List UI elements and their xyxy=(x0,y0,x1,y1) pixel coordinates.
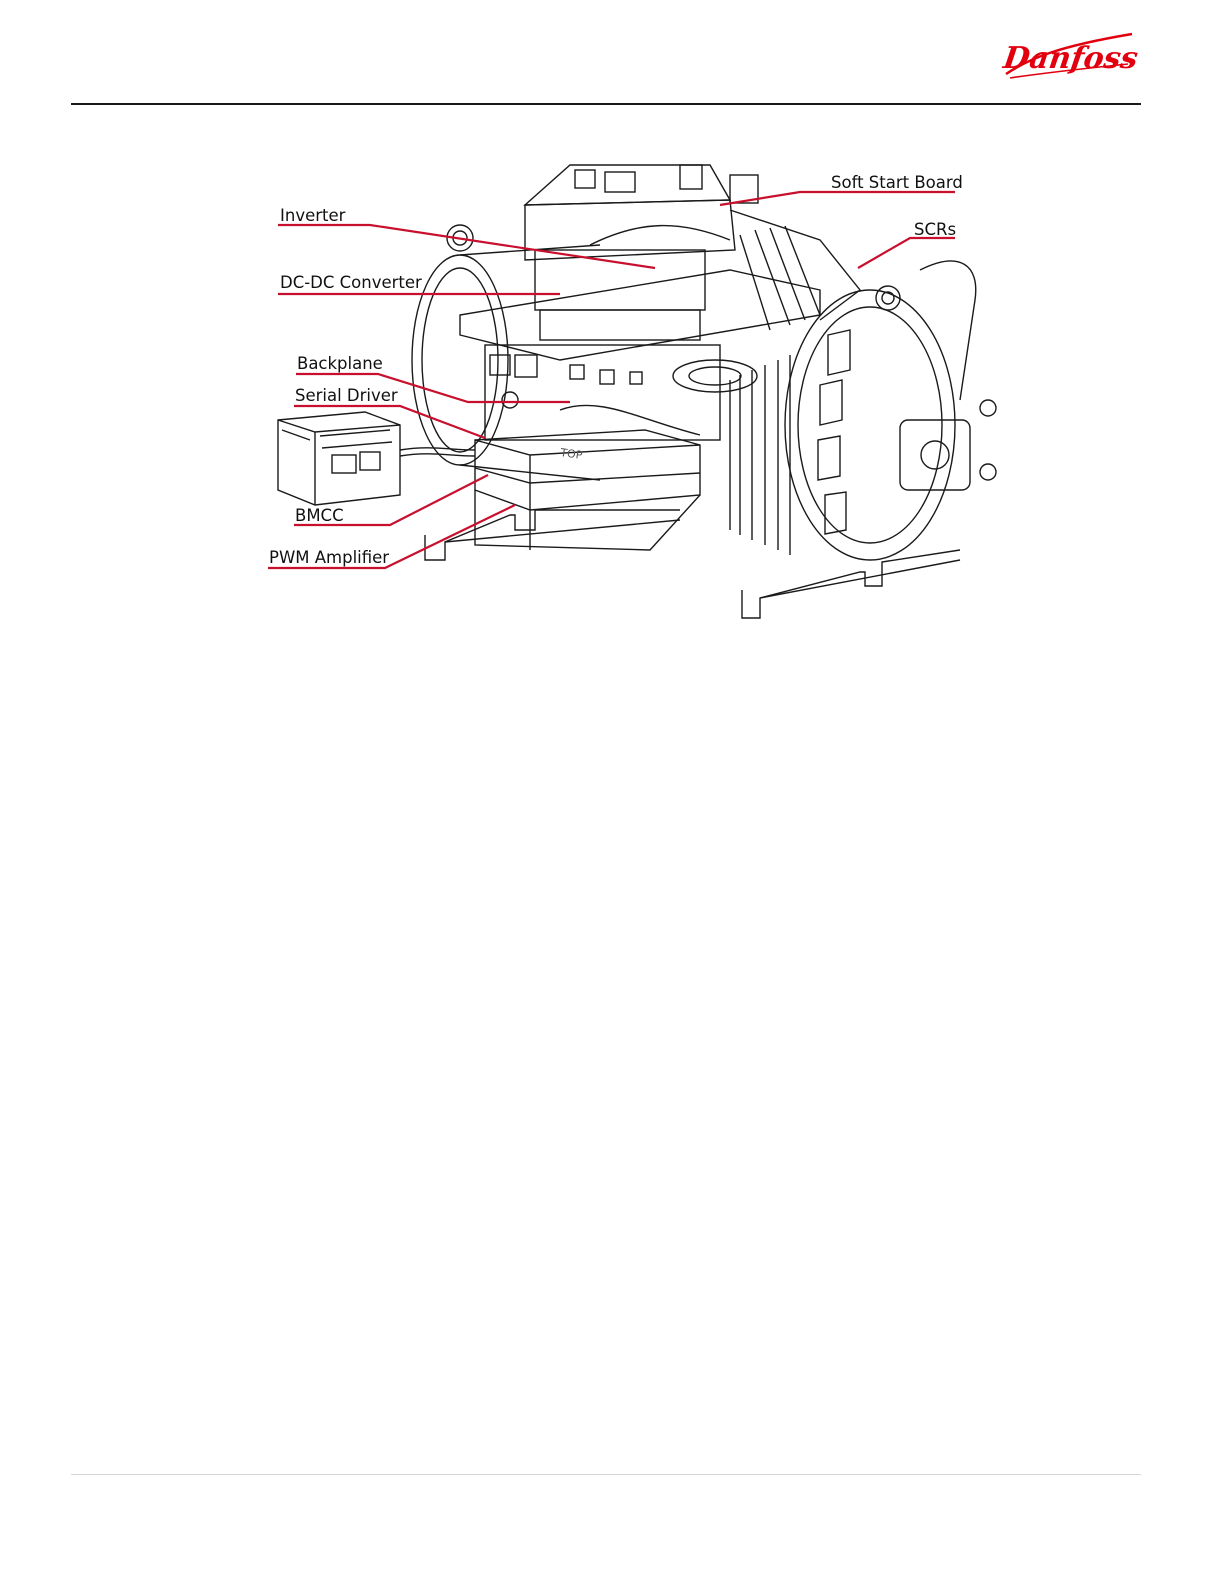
danfoss-logo: Danfoss xyxy=(1000,28,1140,82)
footer-rule xyxy=(71,1474,1141,1475)
label-serial-driver: Serial Driver xyxy=(295,386,398,406)
motor-housing xyxy=(412,225,600,480)
electronics-stack xyxy=(460,165,860,392)
label-pwm-amplifier: PWM Amplifier xyxy=(269,548,389,568)
callout-leaders xyxy=(268,192,955,568)
serial-driver-board xyxy=(278,412,475,505)
header-rule xyxy=(71,103,1141,105)
label-inverter: Inverter xyxy=(280,206,345,226)
label-scrs: SCRs xyxy=(914,220,956,240)
module-marking: TOP xyxy=(559,446,584,462)
backplane-assembly xyxy=(485,345,720,440)
leader-inverter xyxy=(278,225,655,268)
leader-serial-driver xyxy=(294,406,485,438)
label-backplane: Backplane xyxy=(297,354,383,374)
logo-wordmark: Danfoss xyxy=(1000,41,1140,76)
compressor-end xyxy=(730,261,996,560)
label-bmcc: BMCC xyxy=(295,506,344,526)
leader-scrs xyxy=(858,238,955,268)
label-dc-dc-converter: DC-DC Converter xyxy=(280,273,422,293)
mounting-rails xyxy=(425,510,960,618)
bmcc-pwm-modules: TOP xyxy=(475,430,700,550)
label-soft-start-board: Soft Start Board xyxy=(831,173,963,193)
